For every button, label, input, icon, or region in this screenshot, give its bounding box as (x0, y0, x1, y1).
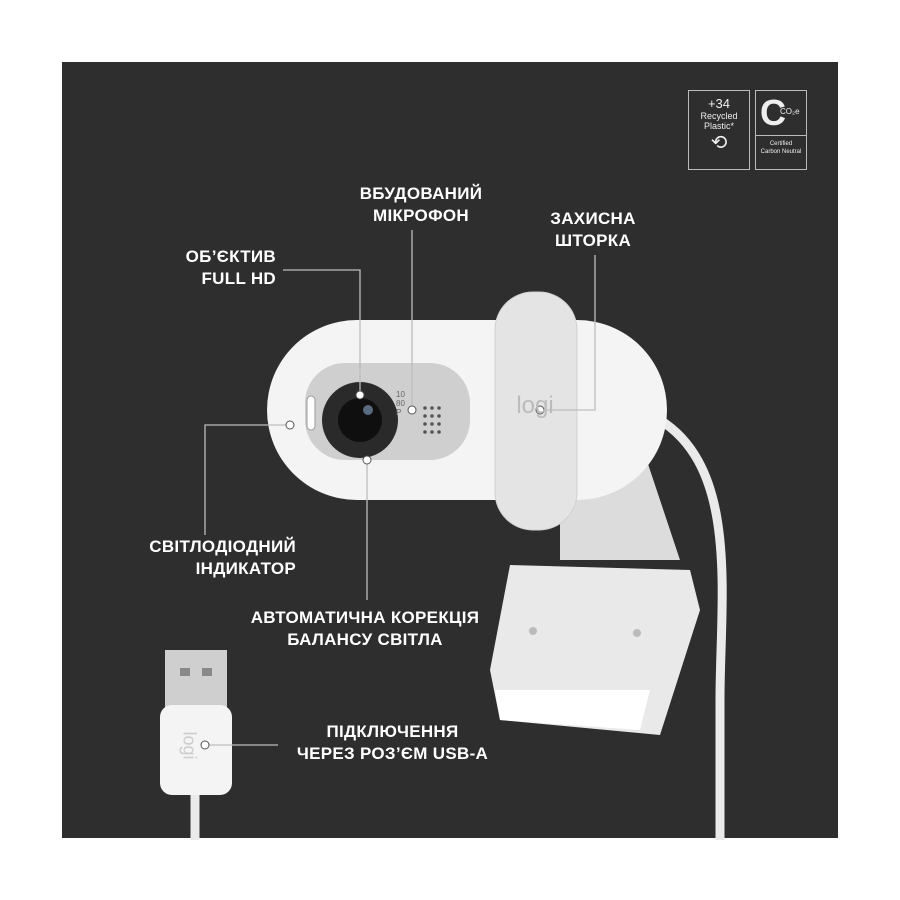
callout-lines (204, 230, 596, 746)
usb-logi-logo: logi (179, 731, 200, 760)
screw-icon (633, 629, 641, 637)
screw-icon (529, 627, 537, 635)
cable (657, 416, 727, 840)
usb-connector (165, 650, 227, 708)
recycle-icon: ⟲ (710, 132, 728, 154)
recycled-plastic-badge: +34 Recycled Plastic* ⟲ (688, 90, 750, 170)
logi-logo: logi (516, 392, 554, 419)
microphone-holes (423, 406, 441, 434)
stand-foot (495, 690, 650, 730)
led-indicator (306, 395, 316, 431)
resolution-marking: 1080P (396, 390, 405, 417)
usb-plug (160, 705, 232, 795)
